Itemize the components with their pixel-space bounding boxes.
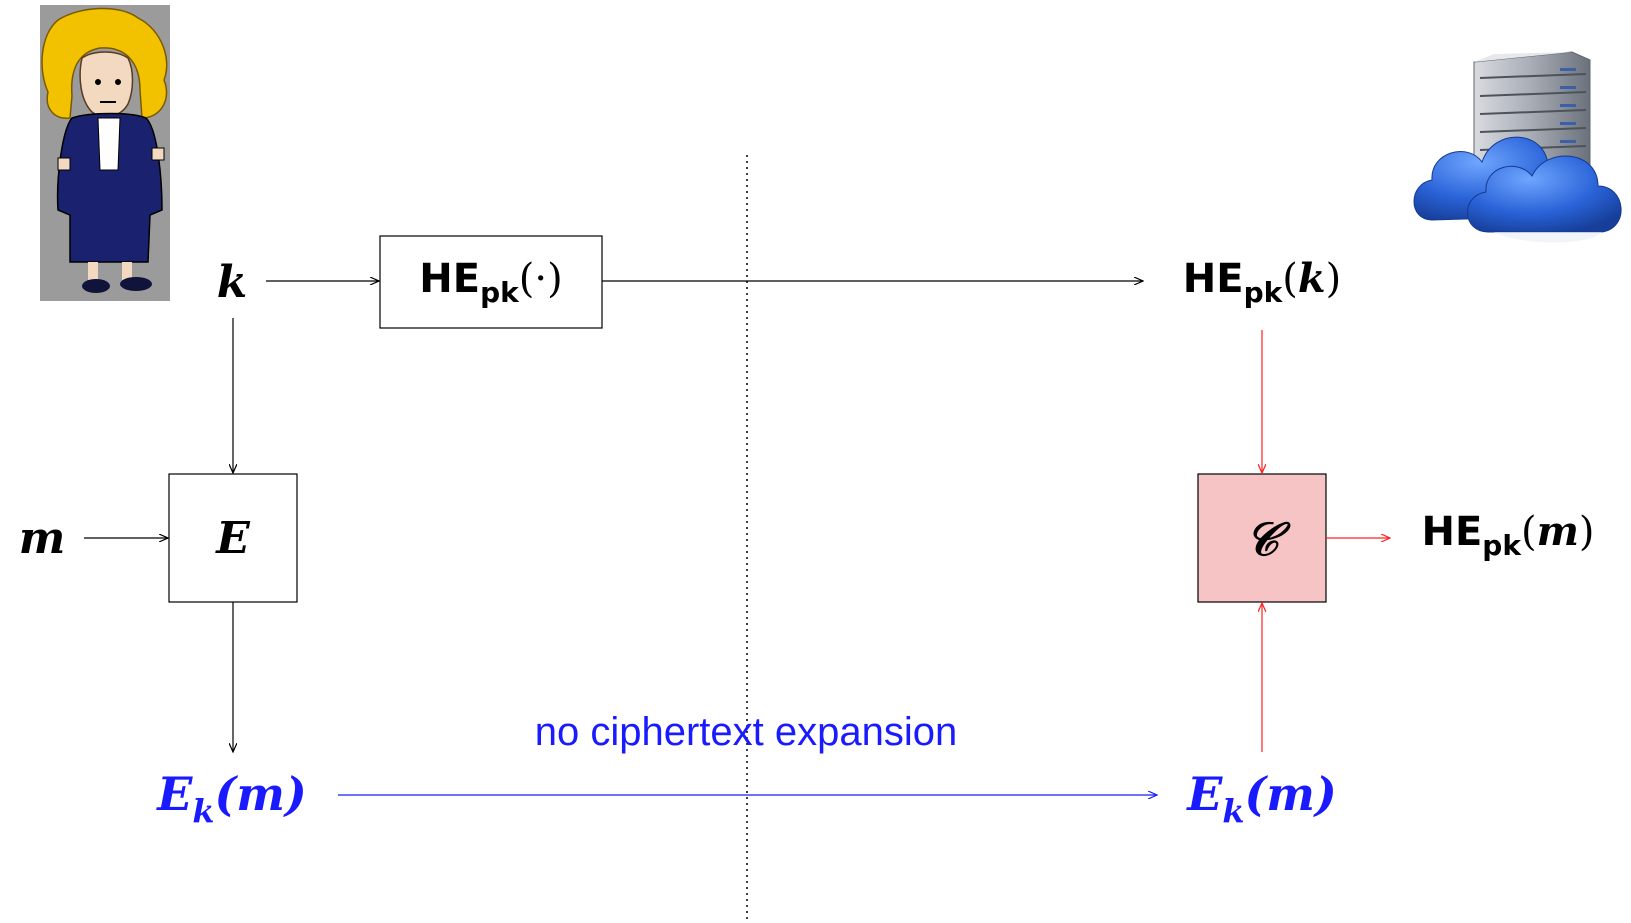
cloud-server-icon [1413, 51, 1622, 243]
server-ciphertext-label: Ek(m) [1185, 767, 1336, 830]
arrows [84, 281, 1390, 795]
server-he-message-label: HEpk(m) [1421, 508, 1594, 562]
ciphertext-expansion-caption: no ciphertext expansion [535, 710, 958, 754]
encryption-box-label: E [214, 513, 251, 564]
alice-figure-icon [40, 5, 170, 301]
message-label: m [19, 513, 66, 564]
server-he-key-label: HEpk(k) [1183, 255, 1341, 309]
circuit-box [1197, 473, 1327, 603]
he-box-label: HEpk(·) [419, 256, 562, 309]
key-label: k [217, 257, 248, 308]
he-box [379, 235, 603, 329]
client-ciphertext-label: Ek(m) [155, 767, 306, 830]
